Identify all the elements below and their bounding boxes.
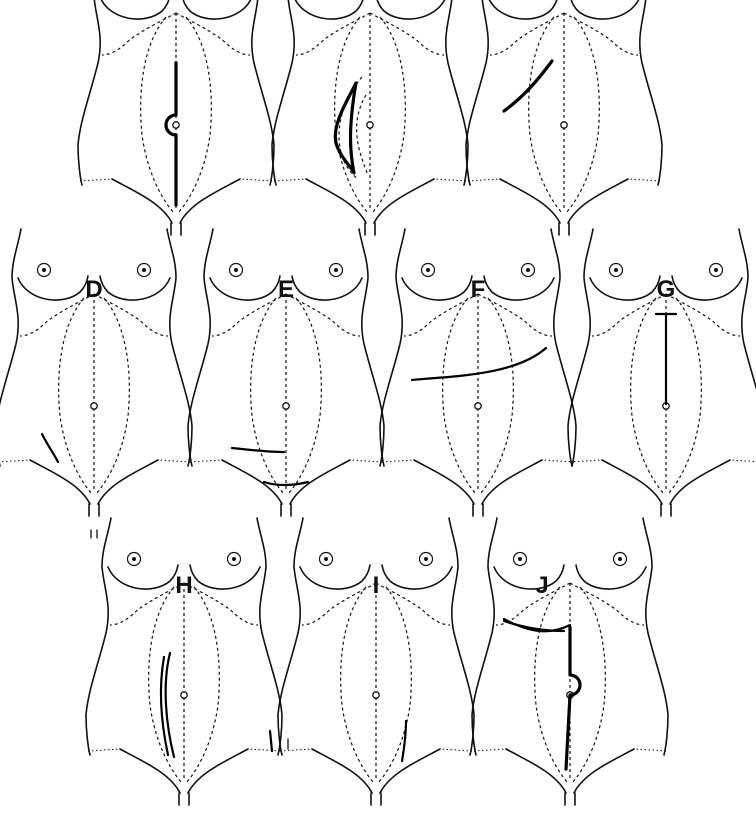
panel-h: H xyxy=(86,518,288,805)
panel-h-label: H xyxy=(175,572,192,599)
panel-a: A xyxy=(78,0,274,235)
panel-h-incision-flank xyxy=(270,731,272,751)
panel-e-incision-transverse xyxy=(232,448,284,452)
panel-h-incision-paramedian-a xyxy=(166,653,174,757)
panel-d: D xyxy=(0,229,192,538)
panel-d-mark xyxy=(91,530,97,538)
panel-e-label: E xyxy=(278,276,294,303)
panel-g: G xyxy=(568,229,756,516)
panel-c: C xyxy=(466,0,662,235)
panel-b-paramedian-guide-2 xyxy=(357,95,368,175)
panel-j-label: J xyxy=(535,572,548,599)
panel-j: J xyxy=(472,518,668,805)
panel-b: B xyxy=(272,0,468,235)
panel-b-incision xyxy=(335,83,356,173)
panel-f-incision xyxy=(412,348,546,380)
panel-e: E xyxy=(188,229,384,516)
panel-d-label: D xyxy=(85,276,102,303)
panel-i-label: I xyxy=(373,572,380,599)
panel-g-label: G xyxy=(657,276,676,303)
panel-f: F xyxy=(380,229,576,516)
panel-i-incision xyxy=(402,721,406,761)
panel-i: I xyxy=(278,518,474,805)
panel-f-label: F xyxy=(471,276,486,303)
panel-a-incision xyxy=(166,63,176,205)
panel-c-incision xyxy=(504,61,552,111)
panel-g-incision xyxy=(656,314,676,404)
panel-d-incision xyxy=(42,434,58,462)
